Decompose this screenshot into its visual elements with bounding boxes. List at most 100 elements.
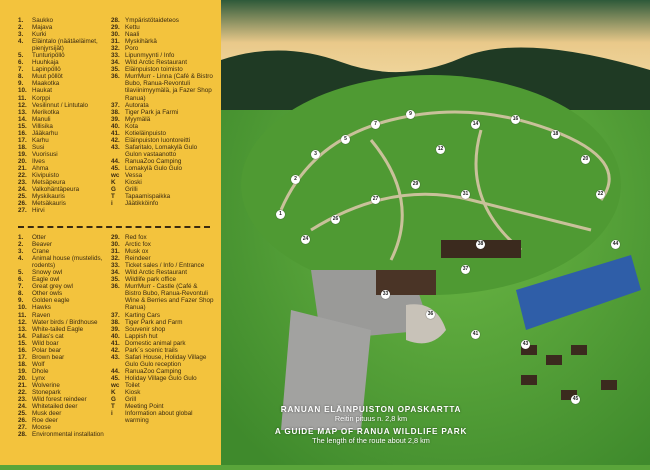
legend-number: 9.	[18, 297, 24, 305]
legend-number: 40.	[111, 332, 120, 340]
legend-label: Environmental installation	[32, 431, 104, 439]
legend-number: 11.	[18, 311, 27, 319]
legend-label: Karhu	[32, 136, 49, 144]
legend-number: 42.	[111, 136, 120, 144]
legend-label: Meeting Point	[125, 403, 164, 411]
legend-item: 33.Lipunmyynti / Info	[111, 52, 215, 59]
legend-number: 44.	[111, 157, 120, 165]
legend-label: RanuaZoo Camping	[125, 367, 182, 375]
legend-label: Otter	[32, 234, 46, 241]
legend-item: 1.Otter	[18, 234, 108, 241]
legend-number: 21.	[18, 164, 27, 172]
legend-item: 1.Saukko	[18, 17, 108, 24]
legend-number: 14.	[18, 332, 27, 340]
legend-number: 12.	[18, 101, 27, 109]
legend-number: 32.	[111, 45, 120, 53]
legend-number: 3.	[18, 248, 24, 256]
legend-number: 9.	[18, 80, 24, 88]
legend-number: 26.	[18, 200, 27, 208]
legend-item: 12.Vesilinnut / Lintutalo	[18, 102, 108, 109]
legend-label: Lipunmyynti / Info	[125, 52, 175, 60]
legend-number: 11.	[18, 94, 27, 102]
legend-number: 5.	[18, 269, 24, 277]
legend-number: 21.	[18, 381, 27, 389]
legend-label: Whitetailed deer	[32, 403, 78, 411]
legend-label: Red fox	[125, 234, 147, 241]
legend-item: 39.Myymälä	[111, 116, 215, 123]
legend-number: G	[111, 186, 116, 194]
map-marker: 16	[511, 115, 520, 124]
legend-number: K	[111, 179, 116, 187]
legend-label: Water birds / Birdhouse	[32, 318, 98, 326]
legend-number: 37.	[111, 311, 120, 319]
legend-label: Eläintalo (näätäeläimet, pienjyrsijät)	[32, 38, 98, 53]
legend-number: 10.	[18, 87, 27, 95]
legend-label: Wolverine	[32, 381, 60, 389]
legend-number: 41.	[111, 129, 120, 137]
legend-item: 17. Karhu	[18, 137, 108, 144]
legend-item: 19.Vuorisusi	[18, 151, 108, 158]
legend-label: Wildlife park office	[125, 276, 176, 284]
legend-number: 4.	[18, 255, 24, 263]
legend-label: Autorata	[125, 101, 149, 109]
legend-label: Huuhkaja	[32, 59, 59, 67]
legend-item: 29.Kettu	[111, 24, 215, 31]
legend-number: 2.	[18, 241, 24, 249]
legend-label: Ticket sales / Info / Entrance	[125, 262, 205, 270]
legend-label: Lappish hut	[125, 332, 158, 340]
map-marker: 14	[471, 120, 480, 129]
murrmurr-castle	[406, 304, 446, 344]
map-marker: 12	[436, 145, 445, 154]
legend-item: 4. Animal house (mustelids, rodents)	[18, 255, 108, 269]
legend-label: White-tailed Eagle	[32, 325, 84, 333]
legend-number: 32.	[111, 255, 120, 263]
legend-label: Valkohäntäpeura	[32, 186, 80, 194]
legend-item: 37.Autorata	[111, 102, 215, 109]
legend-number: 22.	[18, 172, 27, 180]
legend-label: Saukko	[32, 17, 54, 24]
legend-number: 7.	[18, 283, 24, 291]
legend-item: 36.MurrMurr - Castle (Café & Bistro Bubo…	[111, 283, 215, 311]
map-marker: 9	[406, 110, 415, 119]
legend-number: 8.	[18, 290, 24, 298]
legend-number: 19.	[18, 367, 27, 375]
legend-label: Muut pöllöt	[32, 73, 63, 81]
map-marker: 26	[331, 215, 340, 224]
legend-number: 8.	[18, 73, 24, 81]
legend-number: 17.	[18, 136, 27, 144]
legend-number: 22.	[18, 389, 27, 397]
legend-item: 40.Kota	[111, 123, 215, 130]
legend-label: Pallas's cat	[32, 332, 64, 340]
legend-item: 25.Musk deer	[18, 410, 108, 417]
legend-label: Animal house (mustelids, rodents)	[32, 255, 103, 270]
legend-item: 41.Domestic animal park	[111, 340, 215, 347]
legend-item: 16.Jääkarhu	[18, 130, 108, 137]
legend-number: 2.	[18, 24, 24, 32]
legend-label: Musk deer	[32, 410, 62, 418]
legend-item: 20.Lynx	[18, 375, 108, 382]
map-marker: 29	[411, 180, 420, 189]
legend-number: 42.	[111, 346, 120, 354]
legend-label: Souvenir shop	[125, 325, 166, 333]
map-marker: 44	[611, 240, 620, 249]
map-marker: 20	[581, 155, 590, 164]
legend-item: 45.Holiday Village Gulo Gulo	[111, 375, 215, 382]
legend-number: 13.	[18, 108, 27, 116]
legend-number: 34.	[111, 269, 120, 277]
legend-label: Poro	[125, 45, 139, 53]
legend-number: 4.	[18, 38, 24, 46]
legend-number: K	[111, 389, 116, 397]
legend-item: 42. Park´s scenic trails	[111, 347, 215, 354]
legend-item: 2.Beaver	[18, 241, 108, 248]
legend-item: 10.Haukat	[18, 87, 108, 94]
legend-number: 6.	[18, 59, 24, 67]
legend-label: RanuaZoo Camping	[125, 157, 182, 165]
legend-number: 14.	[18, 115, 27, 123]
legend-item: 11.Raven	[18, 312, 108, 319]
legend-label: Park´s scenic trails	[125, 346, 178, 354]
map-marker: 3	[311, 150, 320, 159]
legend-label: Roe deer	[32, 417, 58, 425]
